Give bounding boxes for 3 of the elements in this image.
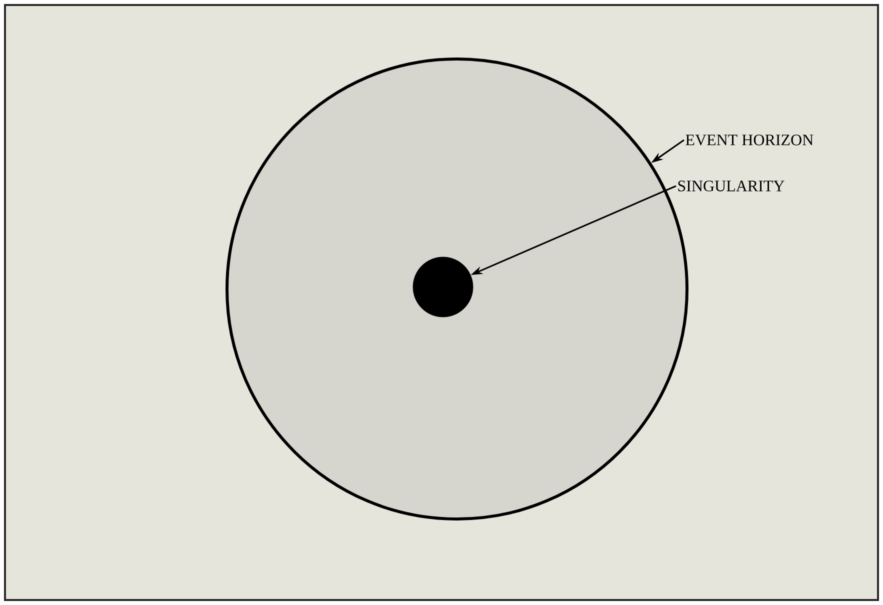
singularity-dot: [412, 256, 474, 318]
label-text: SINGULARITY: [678, 180, 784, 192]
label-text: EVENT HORIZON: [686, 134, 814, 146]
